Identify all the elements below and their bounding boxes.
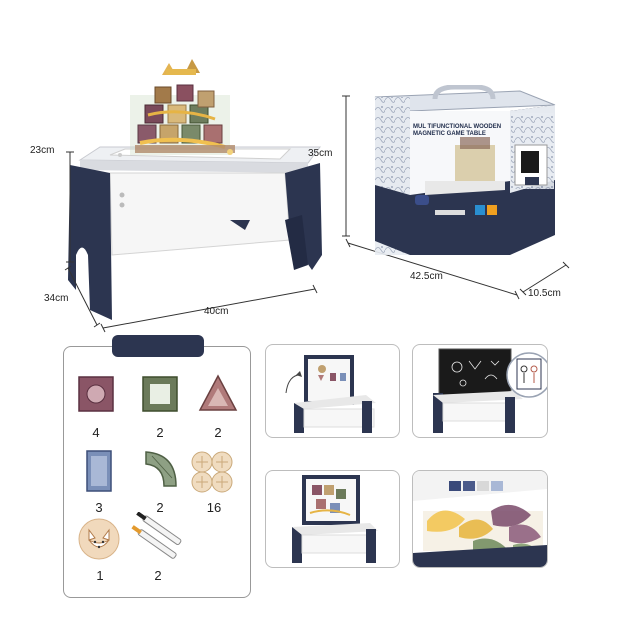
triangle-magnetic-tile-icon xyxy=(198,374,238,411)
marble-run-tower xyxy=(118,59,235,157)
box-title-line1: MUL TIFUNCTIONAL WOODEN xyxy=(413,124,502,130)
game-table-illustration xyxy=(68,59,322,320)
magnetic-board-view xyxy=(265,470,400,568)
box-height-label: 35cm xyxy=(308,148,333,159)
parts-panel-tab xyxy=(112,335,204,357)
fox-puzzle-board-icon xyxy=(78,518,120,560)
box-depth-label: 10.5cm xyxy=(528,288,561,299)
storage-tray-view xyxy=(412,470,548,568)
whiteboard-easel-illustration xyxy=(285,355,376,433)
table-height-label: 23cm xyxy=(30,145,55,156)
part-count: 2 xyxy=(154,568,162,583)
frame-magnetic-tile-icon xyxy=(142,376,178,412)
part-count: 2 xyxy=(156,500,164,515)
part-count: 4 xyxy=(92,425,100,440)
table-depth-label: 34cm xyxy=(44,293,69,304)
storage-tray-illustration xyxy=(413,471,547,567)
magnetic-board-illustration xyxy=(292,475,378,563)
box-width-label: 42.5cm xyxy=(410,271,443,282)
marker-pen-icon xyxy=(131,512,182,559)
curved-track-piece-icon xyxy=(145,451,177,487)
part-count: 2 xyxy=(214,425,222,440)
blackboard-view xyxy=(412,344,548,438)
whiteboard-easel-view xyxy=(265,344,400,438)
box-title-line2: MAGNETIC GAME TABLE xyxy=(413,131,486,137)
product-box-illustration xyxy=(374,85,556,255)
part-count: 3 xyxy=(95,500,103,515)
square-magnetic-tile-icon xyxy=(78,376,114,412)
table-width-label: 40cm xyxy=(204,306,229,317)
part-count: 1 xyxy=(96,568,104,583)
part-count: 16 xyxy=(206,500,222,515)
rectangle-magnetic-tile-icon xyxy=(86,450,112,492)
wooden-connector-disc-icon xyxy=(191,451,233,493)
blackboard-illustration xyxy=(433,348,547,433)
part-count: 2 xyxy=(156,425,164,440)
